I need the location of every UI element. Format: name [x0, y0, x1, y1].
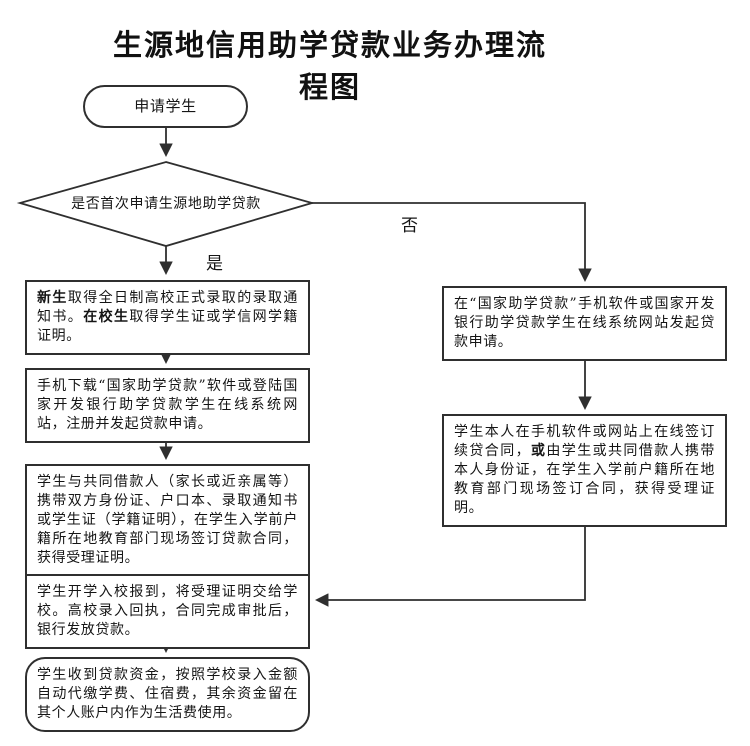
step-text: 取得学生证或学信网学籍证明。 [37, 309, 298, 344]
decision-question-text: 是否首次申请生源地助学贷款 [71, 196, 261, 212]
step-text: 由学生或共同借款人携带本人身份证，在学生入学前户籍所在地教育部门现场签订合同，获… [454, 443, 715, 516]
step-text: 在“国家助学贷款”手机软件或国家开发银行助学贷款学生在线系统网站发起贷款申请。 [454, 296, 715, 350]
step-text: 取得全日制高校正式录取的录取通知书。 [37, 290, 299, 325]
step-text: 学生收到贷款资金，按照学校录入金额自动代缴学费、住宿费，其余资金留在其个人账户内… [37, 667, 298, 721]
step-text: 手机下载“国家助学贷款”软件或登陆国家开发银行助学贷款学生在线系统网站，注册并发… [37, 378, 298, 432]
connector-r2-l4 [314, 495, 586, 607]
step-register-online-apply: 手机下载“国家助学贷款”软件或登陆国家开发银行助学贷款学生在线系统网站，注册并发… [25, 368, 310, 443]
step-text-bold: 在校生 [83, 309, 130, 325]
start-node-label: 申请学生 [134, 97, 197, 115]
branch-label-yes: 是 [206, 254, 223, 274]
page-title: 生源地信用助学贷款业务办理流程图 [112, 28, 547, 104]
step-renewal-sign-contract: 学生本人在手机软件或网站上在线签订续贷合同，或由学生或共同借款人携带本人身份证，… [442, 414, 727, 527]
decision-question: 是否首次申请生源地助学贷款 [40, 168, 292, 238]
step-text-bold: 或 [531, 443, 547, 459]
step-obtain-admission-proof: 新生取得全日制高校正式录取的录取通知书。在校生取得学生证或学信网学籍证明。 [25, 280, 310, 355]
start-node: 申请学生 [83, 85, 248, 128]
step-text: 学生本人在手机软件或网站上在线签订续贷合同， [454, 424, 715, 459]
step-text-bold: 新生 [37, 290, 68, 306]
connector-no [312, 202, 592, 283]
step-text: 学生与共同借款人（家长或近亲属等）携带双方身份证、户口本、录取通知书或学生证（学… [37, 474, 298, 566]
step-renewal-online-apply: 在“国家助学贷款”手机软件或国家开发银行助学贷款学生在线系统网站发起贷款申请。 [442, 286, 727, 361]
step-text: 学生开学入校报到，将受理证明交给学校。高校录入回执，合同完成审批后，银行发放贷款… [37, 584, 298, 638]
branch-label-no: 否 [401, 216, 418, 236]
step-school-receipt-bank-loan: 学生开学入校报到，将受理证明交给学校。高校录入回执，合同完成审批后，银行发放贷款… [25, 574, 310, 649]
end-node-funds-usage: 学生收到贷款资金，按照学校录入金额自动代缴学费、住宿费，其余资金留在其个人账户内… [25, 657, 310, 732]
step-sign-contract-onsite: 学生与共同借款人（家长或近亲属等）携带双方身份证、户口本、录取通知书或学生证（学… [25, 464, 310, 577]
